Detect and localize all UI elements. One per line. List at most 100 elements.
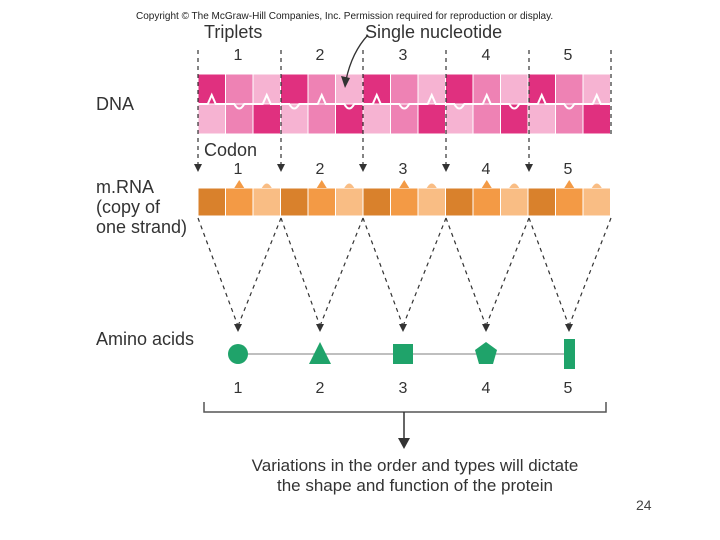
mrna-nucleotide [225, 187, 254, 217]
arrowhead [341, 76, 350, 88]
connector-arrows [194, 34, 612, 332]
codon-number: 4 [481, 161, 491, 178]
dna-nucleotide [582, 103, 611, 135]
dna-nucleotide [197, 73, 226, 105]
mrna-nucleotide [500, 187, 529, 217]
dashed-guide [197, 217, 239, 327]
mrna-base-bump [399, 180, 410, 188]
triplet-number: 3 [398, 47, 408, 64]
mrna-base-bump [509, 183, 520, 188]
dna-base-pair-line [198, 92, 611, 110]
mrna-label-line: m.RNA [96, 177, 154, 197]
mrna-base-bump [426, 183, 437, 188]
dna-nucleotide [417, 73, 446, 105]
arrowhead [399, 324, 407, 332]
dna-nucleotide [362, 103, 391, 135]
dna-nucleotide [252, 103, 281, 135]
mrna-base-bump [316, 180, 327, 188]
dna-nucleotide [527, 103, 556, 135]
arrowhead [565, 324, 573, 332]
mrna-label: m.RNA (copy of one strand) [96, 177, 187, 237]
amino-acid-triangle [309, 342, 331, 364]
mrna-base-bump [344, 183, 355, 188]
mrna-nucleotide [527, 187, 556, 217]
dna-nucleotide [500, 73, 529, 105]
mrna-nucleotide [335, 187, 364, 217]
arrowhead [359, 164, 367, 172]
arrowhead [316, 324, 324, 332]
single-nucleotide-label: Single nucleotide [365, 22, 503, 42]
triplet-number: 1 [233, 47, 243, 64]
amino-acid-number: 1 [233, 380, 243, 397]
mrna-label-line: one strand) [96, 217, 188, 237]
codon-number: 1 [233, 161, 243, 178]
dashed-guide [280, 217, 321, 327]
arrowhead [234, 324, 242, 332]
mrna-nucleotide [252, 187, 281, 217]
mrna-base-bump [591, 183, 602, 188]
mrna-nucleotide [280, 187, 309, 217]
slide-number: 24 [636, 497, 652, 513]
dna-nucleotide [582, 73, 611, 105]
mrna-nucleotide [390, 187, 419, 217]
triplets-label: Triplets [204, 22, 263, 42]
bracket [203, 402, 607, 449]
mrna-base-bump [234, 180, 245, 188]
dna-nucleotide [472, 103, 501, 135]
dna-nucleotide [527, 73, 556, 105]
mrna-nucleotide [555, 187, 584, 217]
codon-label: Codon [204, 140, 258, 160]
nucleotide-pointer [345, 34, 369, 81]
amino-acids-label: Amino acids [96, 329, 195, 349]
arrowhead [525, 164, 533, 172]
dna-nucleotide [445, 73, 474, 105]
mrna-nucleotide [362, 187, 391, 217]
dashed-guide [568, 217, 612, 327]
dna-nucleotide [197, 103, 226, 135]
dashed-guide [319, 217, 364, 327]
mrna-label-line: (copy of [96, 197, 161, 217]
dna-nucleotide [307, 103, 336, 135]
dna-nucleotide [252, 73, 281, 105]
conclusion-text: Variations in the order and types will d… [251, 456, 579, 495]
triplet-number: 5 [563, 47, 573, 64]
triplet-number: 2 [315, 47, 325, 64]
bracket-line [203, 402, 607, 413]
dna-nucleotide [280, 103, 309, 135]
dna-nucleotide [362, 73, 391, 105]
dashed-guide [237, 217, 282, 327]
amino-acid-number: 3 [398, 380, 408, 397]
mrna-strand [197, 180, 611, 217]
dashed-guide [362, 217, 404, 327]
dna-strand [197, 73, 611, 135]
dna-nucleotide [390, 73, 419, 105]
mrna-nucleotide [307, 187, 336, 217]
amino-acid-number: 5 [563, 380, 573, 397]
codon-number: 3 [398, 161, 408, 178]
dna-nucleotide [555, 73, 584, 105]
dna-label: DNA [96, 94, 135, 114]
mrna-nucleotide [197, 187, 226, 217]
dashed-guide [485, 217, 530, 327]
arrowhead [398, 438, 410, 449]
arrowhead [277, 164, 285, 172]
dna-nucleotide [225, 73, 254, 105]
dashed-guide [528, 217, 570, 327]
amino-acid-number: 2 [315, 380, 325, 397]
amino-acid-square [393, 344, 413, 364]
mrna-nucleotide [417, 187, 446, 217]
dna-nucleotide [307, 73, 336, 105]
amino-acid-chain [228, 339, 575, 369]
mrna-base-bump [564, 180, 575, 188]
mrna-nucleotide [472, 187, 501, 217]
copyright-notice: Copyright © The McGraw-Hill Companies, I… [136, 11, 554, 22]
mrna-nucleotide [445, 187, 474, 217]
dna-nucleotide [280, 73, 309, 105]
mrna-base-bump [481, 180, 492, 188]
arrowhead [482, 324, 490, 332]
amino-acid-circle [228, 344, 248, 364]
amino-acid-rectangle [564, 339, 575, 369]
dashed-guide [402, 217, 447, 327]
